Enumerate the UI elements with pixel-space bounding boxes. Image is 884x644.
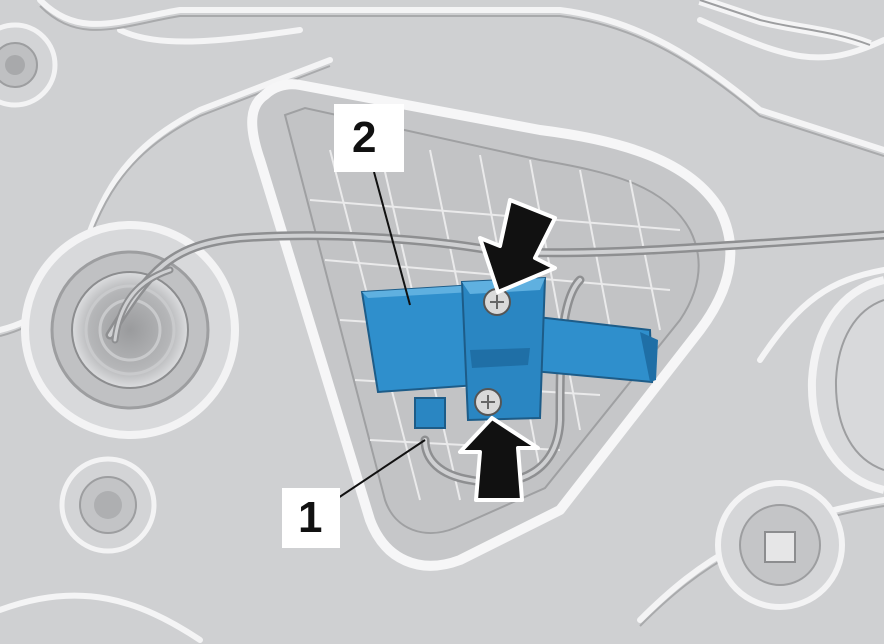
- sensor-component: [360, 276, 658, 429]
- callout-2-box: 2: [334, 104, 404, 172]
- arrow-down-icon: [478, 198, 557, 294]
- callout-2-label: 2: [352, 113, 377, 162]
- lever-top-right: [698, 0, 872, 50]
- leader-lines: [334, 171, 426, 501]
- callout-1-box: 1: [282, 488, 340, 548]
- bolt-top-left: [0, 22, 58, 108]
- clip-bottom-right: [715, 480, 845, 610]
- speaker-hole-left: [21, 221, 239, 439]
- arrow-up-icon: [458, 416, 540, 502]
- callout-1-label: 1: [298, 493, 323, 542]
- bolt-bottom-left: [59, 456, 157, 554]
- panel-bulge-right: [807, 276, 884, 494]
